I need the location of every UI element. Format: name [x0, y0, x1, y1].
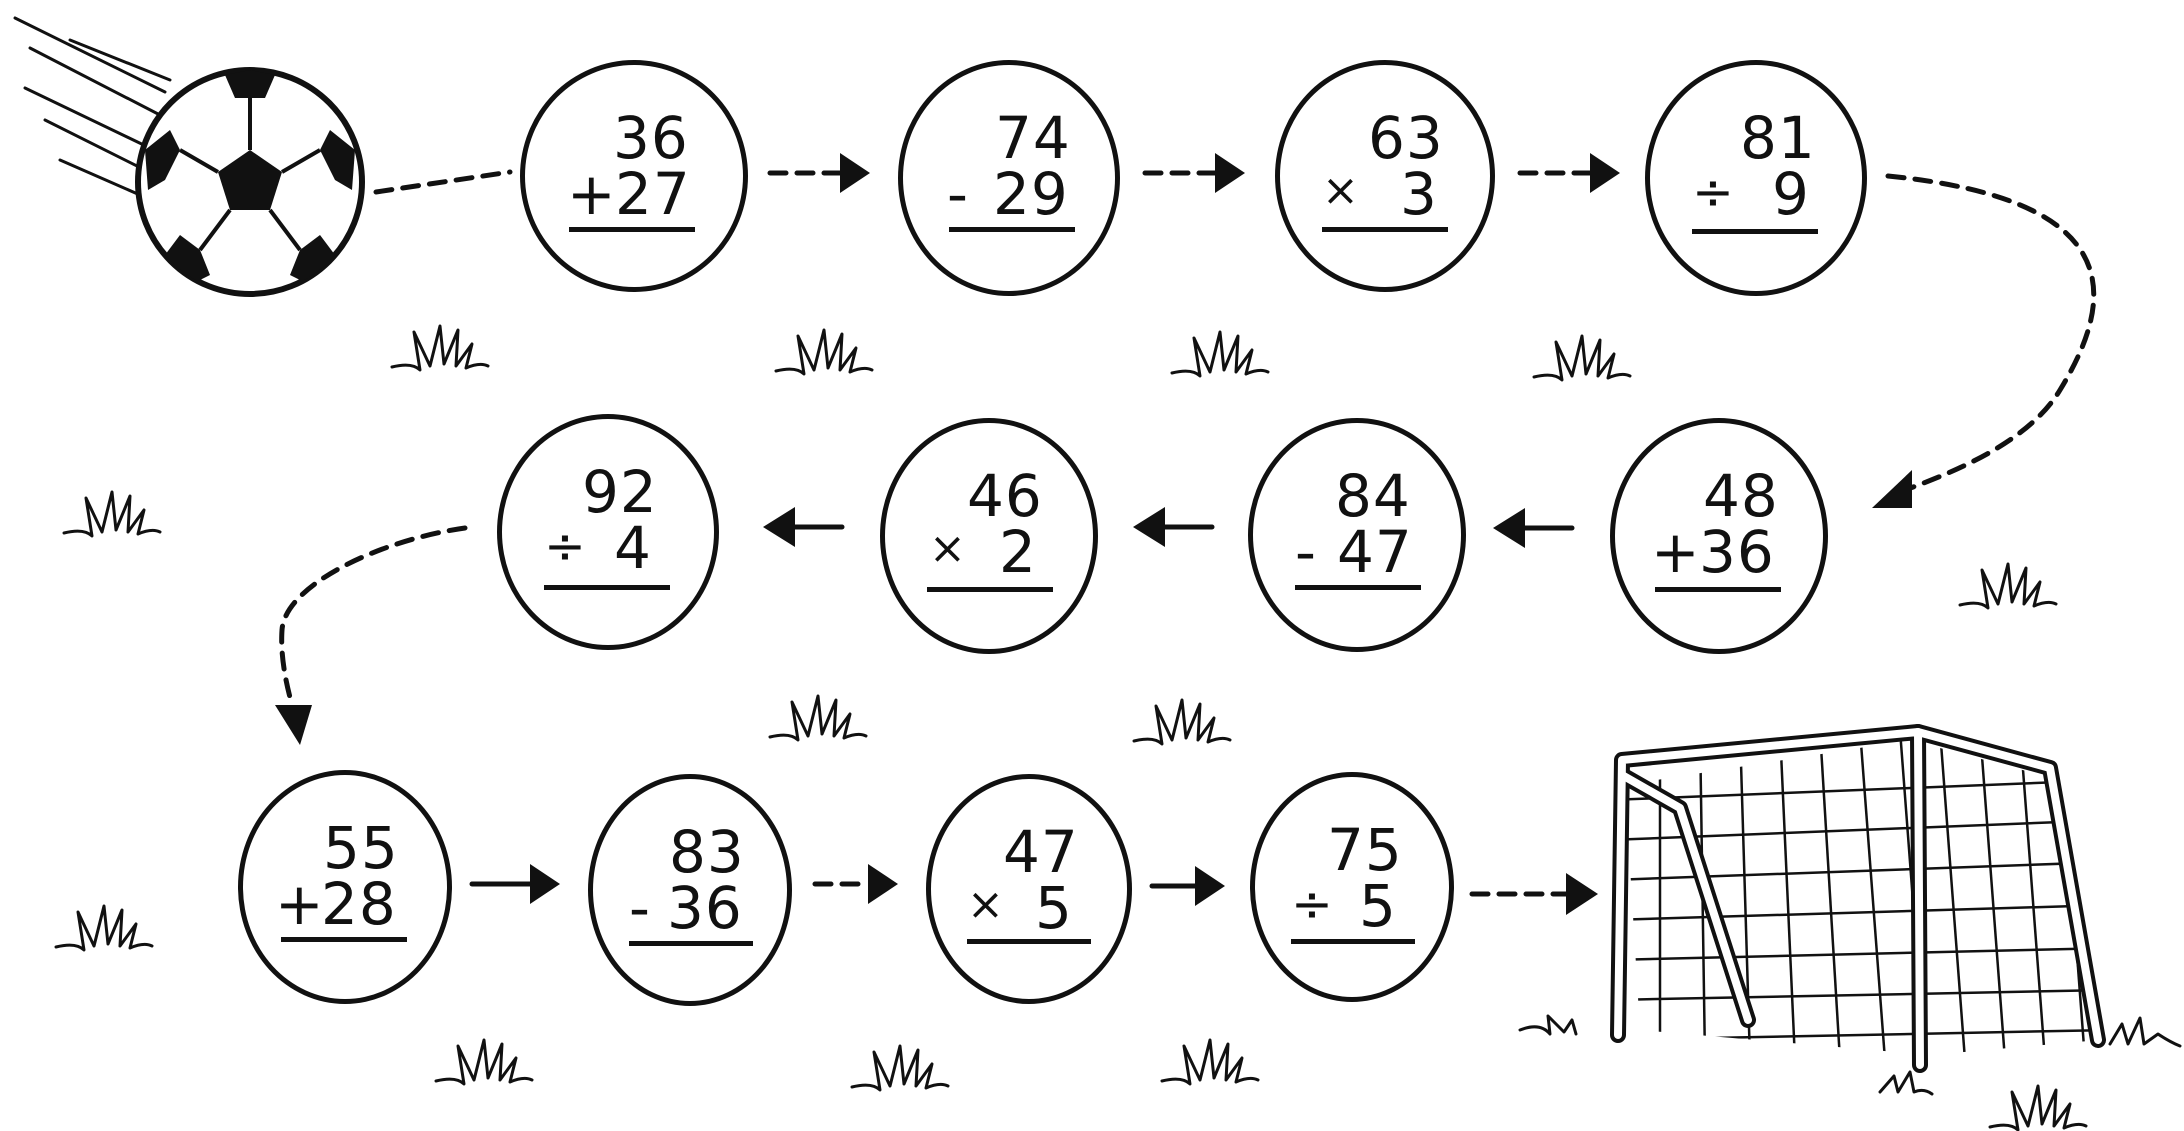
minus-icon: - [629, 874, 651, 942]
path-arrows [275, 153, 2097, 915]
problem-circle: 48 + 36 [1610, 418, 1828, 654]
problem-circle: 63 × 3 [1275, 60, 1495, 292]
problem-circle: 83 - 36 [588, 774, 792, 1006]
plus-icon: + [1651, 518, 1701, 586]
answer-line [544, 585, 670, 590]
top-number: 84 [1335, 462, 1411, 530]
bottom-number: 36 [1699, 518, 1775, 586]
times-icon: × [967, 879, 1005, 930]
problem-circle: 36 + 27 [520, 60, 748, 292]
bottom-number: 27 [615, 160, 691, 228]
answer-line [1295, 585, 1421, 590]
top-number: 81 [1740, 104, 1816, 172]
bottom-number: 4 [614, 514, 652, 582]
bottom-number: 5 [1359, 872, 1397, 940]
problem-circle: 74 - 29 [898, 60, 1120, 296]
answer-line [569, 227, 695, 232]
divide-icon: ÷ [544, 517, 587, 575]
problem-circle: 84 - 47 [1248, 418, 1466, 652]
times-icon: × [929, 523, 967, 574]
answer-line [949, 227, 1075, 232]
goal-net-icon [1610, 724, 2106, 1073]
problem-circle: 46 × 2 [880, 418, 1098, 654]
plus-icon: + [567, 160, 617, 228]
answer-line [1291, 939, 1415, 944]
bottom-number: 28 [321, 870, 397, 938]
divide-icon: ÷ [1692, 163, 1735, 221]
top-number: 36 [613, 104, 689, 172]
top-number: 55 [323, 814, 399, 882]
plus-icon: + [275, 870, 325, 938]
top-number: 48 [1703, 462, 1779, 530]
top-number: 92 [582, 458, 658, 526]
divide-icon: ÷ [1291, 875, 1334, 933]
answer-line [281, 937, 407, 942]
answer-line [1322, 227, 1448, 232]
top-number: 75 [1327, 816, 1403, 884]
bottom-number: 9 [1772, 160, 1810, 228]
ball-motion-lines [13, 16, 172, 197]
problem-circle: 55 + 28 [238, 770, 452, 1004]
problem-circle: 81 ÷ 9 [1645, 60, 1867, 296]
soccer-ball-icon [135, 67, 365, 297]
problem-circle: 75 ÷ 5 [1250, 772, 1454, 1002]
answer-line [967, 939, 1091, 944]
bottom-number: 5 [1035, 874, 1073, 942]
minus-icon: - [1295, 518, 1317, 586]
bottom-number: 29 [993, 160, 1069, 228]
minus-icon: - [947, 160, 969, 228]
answer-line [1692, 229, 1818, 234]
top-number: 74 [995, 104, 1071, 172]
top-number: 83 [669, 818, 745, 886]
answer-line [629, 941, 753, 946]
answer-line [1655, 587, 1781, 592]
answer-line [927, 587, 1053, 592]
problem-circle: 92 ÷ 4 [497, 414, 719, 650]
bottom-number: 3 [1400, 160, 1438, 228]
top-number: 47 [1003, 818, 1079, 886]
top-number: 63 [1368, 104, 1444, 172]
bottom-number: 36 [667, 874, 743, 942]
grass-tufts [54, 324, 2182, 1131]
bottom-number: 2 [999, 518, 1037, 586]
bottom-number: 47 [1337, 518, 1413, 586]
times-icon: × [1322, 165, 1360, 216]
top-number: 46 [967, 462, 1043, 530]
problem-circle: 47 × 5 [926, 774, 1132, 1004]
